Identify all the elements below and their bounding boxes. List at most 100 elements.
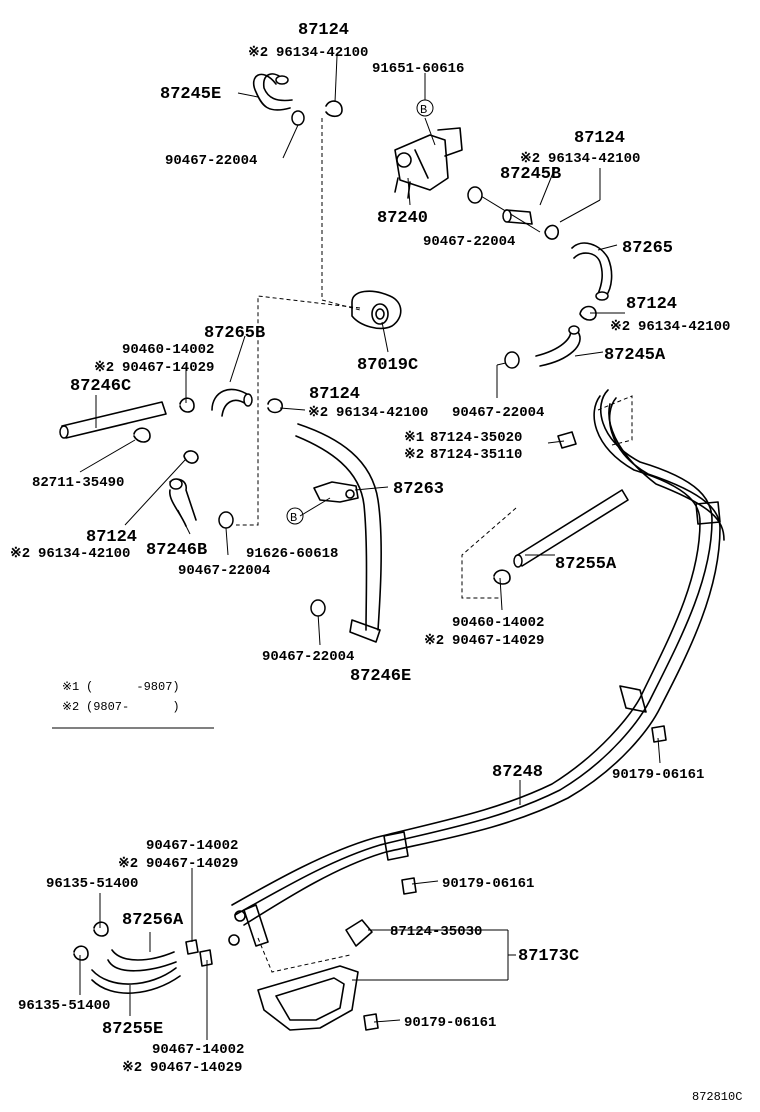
clamp-90467-e xyxy=(310,599,326,617)
label-90467-14002-b: 90467-14002 xyxy=(152,1042,244,1058)
grommet-90179-a xyxy=(651,725,667,743)
grommet-90179-b xyxy=(401,877,417,895)
label-87248: 87248 xyxy=(492,763,543,782)
clamp-96134-c xyxy=(579,305,597,321)
label-96135-51400-b: 96135-51400 xyxy=(18,998,110,1014)
note-mark-2: ※2 xyxy=(520,151,540,167)
hose-87245a xyxy=(535,325,581,367)
label-90467-14029-c: 90467-14029 xyxy=(146,856,238,872)
valve-87240 xyxy=(394,127,463,199)
label-96134-42100-a: 96134-42100 xyxy=(276,45,368,61)
clip-87124-35030 xyxy=(345,919,373,947)
label-96134-42100-c: 96134-42100 xyxy=(638,319,730,335)
note-mark-2: ※2 xyxy=(424,633,444,649)
marker-b-top: B xyxy=(420,103,427,117)
part-labels: 87124 ※2 96134-42100 91651-60616 87245E … xyxy=(10,21,730,1076)
label-87246e: 87246E xyxy=(350,667,411,686)
label-87124-35110: 87124-35110 xyxy=(430,447,522,463)
label-87124-35020: 87124-35020 xyxy=(430,430,522,446)
hose-87265b xyxy=(211,388,253,417)
label-96135-51400-a: 96135-51400 xyxy=(46,876,138,892)
bolt-91626: B xyxy=(286,507,304,525)
grommet-90179-c xyxy=(363,1013,379,1031)
label-87246b: 87246B xyxy=(146,541,207,560)
clamp-90467-b xyxy=(467,186,483,204)
label-87124-35030: 87124-35030 xyxy=(390,924,482,940)
clamp-96134-a xyxy=(325,100,343,118)
clamp-90467-g xyxy=(199,949,213,967)
label-87124-b: 87124 xyxy=(574,129,625,148)
clip-82711 xyxy=(133,427,151,443)
clamp-90467-c xyxy=(504,351,520,369)
legend-range-1: ( -9807) xyxy=(86,680,180,694)
note-mark-2: ※2 xyxy=(308,405,328,421)
clamp-96134-e xyxy=(183,450,199,464)
note-mark-2: ※2 xyxy=(10,546,30,562)
label-87263: 87263 xyxy=(393,480,444,499)
label-87255e: 87255E xyxy=(102,1020,163,1039)
label-90460-14002-a: 90460-14002 xyxy=(122,342,214,358)
label-87173c: 87173C xyxy=(518,947,579,966)
note-mark-2: ※2 xyxy=(248,45,268,61)
label-90179-06161-b: 90179-06161 xyxy=(442,876,534,892)
legend-mark-1: ※1 xyxy=(62,680,79,694)
legend-mark-2: ※2 xyxy=(62,700,79,714)
clamp-96134-d xyxy=(267,398,283,414)
valve-87019c xyxy=(351,290,402,330)
label-87245b: 87245B xyxy=(500,165,561,184)
label-87019c: 87019C xyxy=(357,356,418,375)
hose-87255e xyxy=(91,967,181,994)
hose-87246b xyxy=(169,478,197,527)
label-96134-42100-b: 96134-42100 xyxy=(548,151,640,167)
clamp-96135-b xyxy=(73,945,89,961)
label-90467-14002-a: 90467-14002 xyxy=(146,838,238,854)
label-87265: 87265 xyxy=(622,239,673,258)
label-91626-60618: 91626-60618 xyxy=(246,546,338,562)
note-mark-2: ※2 xyxy=(610,319,630,335)
clamp-90467-f xyxy=(185,939,199,955)
cover-87173c xyxy=(257,965,359,1031)
label-90467-22004-e: 90467-22004 xyxy=(262,649,354,665)
clamp-90460-b xyxy=(493,569,511,585)
note-mark-2: ※2 xyxy=(404,447,424,463)
label-82711-35490: 82711-35490 xyxy=(32,475,124,491)
clamp-90467-d xyxy=(218,511,234,529)
legend-range-2: (9807- ) xyxy=(86,700,180,714)
hose-87245e xyxy=(252,73,293,111)
label-91651-60616: 91651-60616 xyxy=(372,61,464,77)
label-90179-06161-a: 90179-06161 xyxy=(612,767,704,783)
label-90467-22004-c: 90467-22004 xyxy=(452,405,544,421)
label-87246c: 87246C xyxy=(70,377,131,396)
label-96134-42100-e: 96134-42100 xyxy=(38,546,130,562)
label-87265b: 87265B xyxy=(204,324,265,343)
label-87240: 87240 xyxy=(377,209,428,228)
legend: ※1 ( -9807) ※2 (9807- ) xyxy=(62,680,180,714)
label-90460-14002-b: 90460-14002 xyxy=(452,615,544,631)
bracket-87263 xyxy=(313,481,359,503)
pipe-assembly-87248 xyxy=(228,389,725,947)
marker-b-mid: B xyxy=(290,511,297,525)
label-87124-c: 87124 xyxy=(626,295,677,314)
label-87124-a: 87124 xyxy=(298,21,349,40)
note-mark-1: ※1 xyxy=(404,430,424,446)
pipe-87255a xyxy=(513,489,629,568)
bolt-91651: B xyxy=(416,99,434,117)
clamp-90460-a xyxy=(179,397,195,413)
label-90467-14029-a: 90467-14029 xyxy=(122,360,214,376)
assembly-dashed-lines xyxy=(236,118,633,973)
clamp-96135-a xyxy=(93,921,109,937)
clamp-90467-a xyxy=(291,110,305,126)
label-90467-22004-d: 90467-22004 xyxy=(178,563,270,579)
label-90467-14029-b: 90467-14029 xyxy=(452,633,544,649)
label-90467-22004-a: 90467-22004 xyxy=(165,153,257,169)
label-90179-06161-c: 90179-06161 xyxy=(404,1015,496,1031)
diagram-code: 872810C xyxy=(692,1090,742,1104)
clip-87124-35110 xyxy=(557,431,577,449)
label-87245e: 87245E xyxy=(160,85,221,104)
note-mark-2: ※2 xyxy=(122,1060,142,1076)
hose-87245b xyxy=(502,209,533,225)
label-90467-14029-d: 90467-14029 xyxy=(150,1060,242,1076)
label-87255a: 87255A xyxy=(555,555,617,574)
